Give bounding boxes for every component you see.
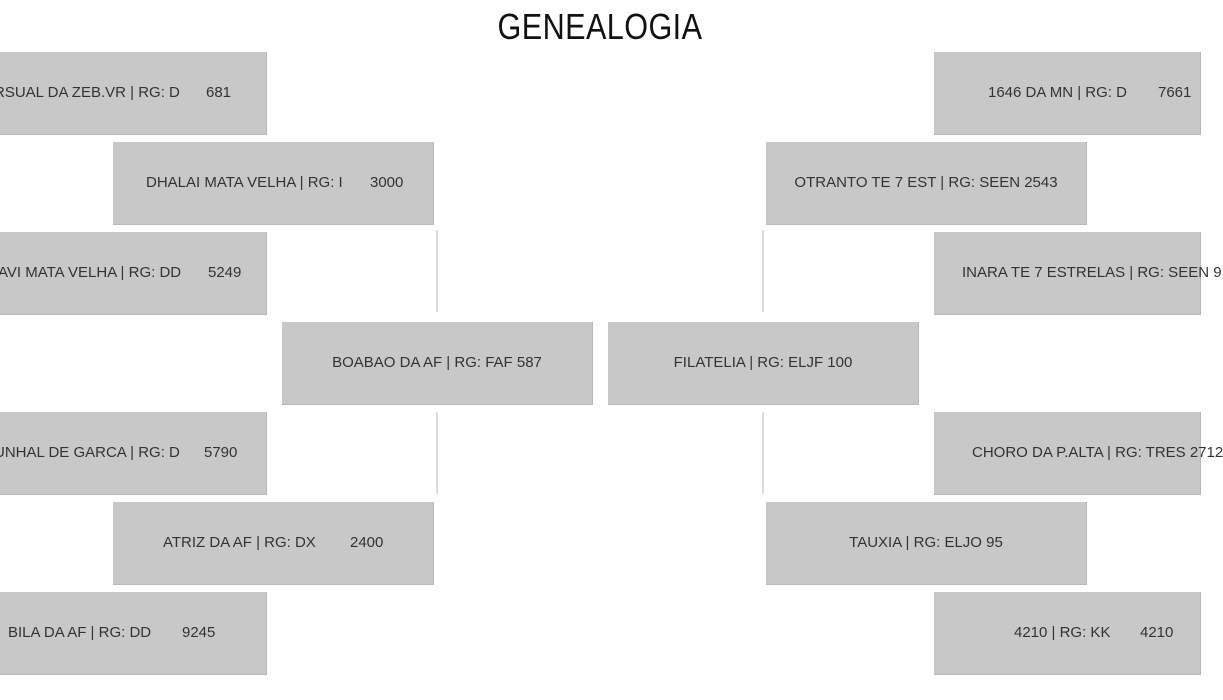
connector-line: [762, 230, 764, 312]
pedigree-box-dam-great-dam-1[interactable]: INARA TE 7 ESTRELAS | RG: SEEN 9: [934, 232, 1222, 315]
animal-number: 4210: [1140, 624, 1174, 641]
pedigree-box-dam-great-sire-1[interactable]: 1646 DA MN | RG: D 7661: [934, 52, 1201, 135]
pedigree-box-great-dam-1[interactable]: AVI MATA VELHA | RG: DD 5249: [0, 232, 267, 315]
animal-label: ATRIZ DA AF | RG: DX: [163, 534, 316, 551]
animal-label: BILA DA AF | RG: DD: [8, 624, 152, 641]
animal-label: 1646 DA MN | RG: D: [988, 84, 1127, 101]
animal-number: 9245: [182, 624, 216, 641]
connector-line: [436, 412, 438, 494]
pedigree-box-great-sire-2[interactable]: UNHAL DE GARCA | RG: D 5790: [0, 412, 267, 495]
pedigree-box-dam-great-sire-2[interactable]: CHORO DA P.ALTA | RG: TRES 2712: [934, 412, 1223, 495]
pedigree-box-dam-grand-sire[interactable]: OTRANTO TE 7 EST | RG: SEEN 2543: [766, 142, 1087, 225]
animal-number: 3000: [370, 174, 404, 191]
animal-label: FILATELIA | RG: ELJF 100: [673, 354, 853, 371]
animal-label: 4210 | RG: KK: [1014, 624, 1111, 641]
pedigree-box-great-dam-2[interactable]: BILA DA AF | RG: DD 9245: [0, 592, 267, 675]
animal-label: RSUAL DA ZEB.VR | RG: D: [0, 84, 180, 101]
connector-line: [762, 412, 764, 494]
animal-label: AVI MATA VELHA | RG: DD: [0, 264, 182, 281]
page-title: GENEALOGIA: [497, 6, 703, 47]
animal-label: DHALAI MATA VELHA | RG: I: [146, 174, 343, 191]
animal-number: 681: [206, 84, 232, 101]
pedigree-box-great-sire-1[interactable]: RSUAL DA ZEB.VR | RG: D 681: [0, 52, 267, 135]
animal-label: UNHAL DE GARCA | RG: D: [0, 444, 180, 461]
animal-label: OTRANTO TE 7 EST | RG: SEEN 2543: [794, 174, 1058, 191]
animal-label: BOABAO DA AF | RG: FAF 587: [332, 354, 542, 371]
animal-number: 5249: [208, 264, 242, 281]
animal-label: TAUXIA | RG: ELJO 95: [849, 534, 1003, 551]
connector-line: [436, 230, 438, 312]
pedigree-box-sire[interactable]: BOABAO DA AF | RG: FAF 587: [282, 322, 593, 405]
animal-number: 5790: [204, 444, 238, 461]
animal-number: 2400: [350, 534, 384, 551]
animal-number: 7661: [1158, 84, 1192, 101]
pedigree-box-dam-grand-dam[interactable]: TAUXIA | RG: ELJO 95: [766, 502, 1087, 585]
pedigree-box-grand-dam[interactable]: ATRIZ DA AF | RG: DX 2400: [113, 502, 434, 585]
pedigree-box-dam[interactable]: FILATELIA | RG: ELJF 100: [608, 322, 919, 405]
pedigree-box-dam-great-dam-2[interactable]: 4210 | RG: KK 4210: [934, 592, 1201, 675]
animal-label: CHORO DA P.ALTA | RG: TRES 2712: [972, 444, 1223, 461]
pedigree-box-grand-sire[interactable]: DHALAI MATA VELHA | RG: I 3000: [113, 142, 434, 225]
animal-label: INARA TE 7 ESTRELAS | RG: SEEN 9: [962, 264, 1222, 281]
